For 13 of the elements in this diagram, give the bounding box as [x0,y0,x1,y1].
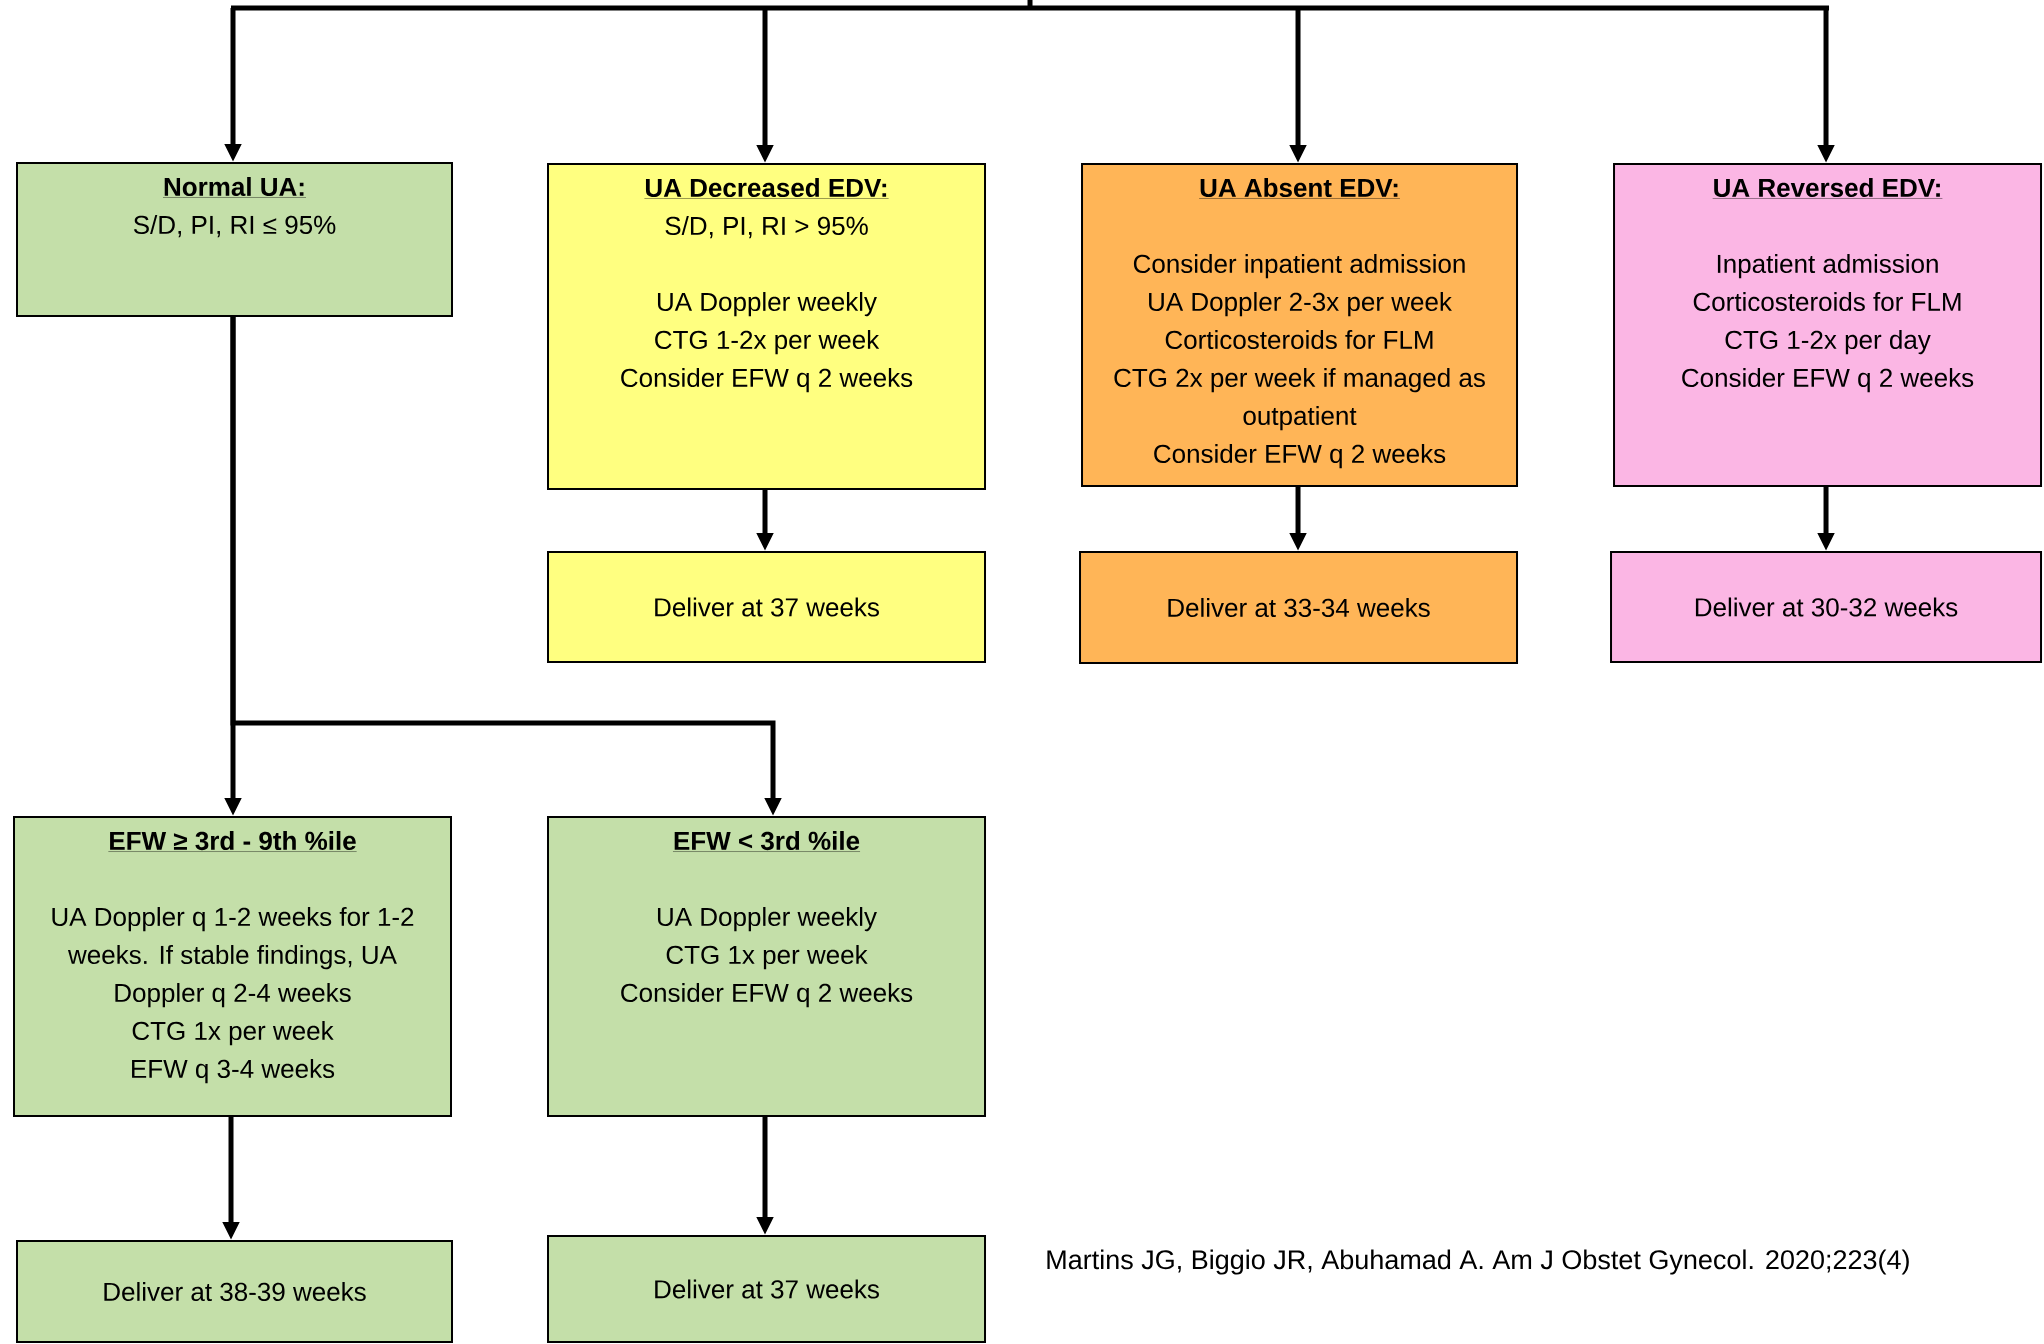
process-box: UA Absent EDV: Consider inpatient admission UA Doppler 2-3x per week Corticosteroids for FLM CTG 2x per week if managed as outpatient Consider EFW q 2 weeks [1081,163,1518,487]
process-box: EFW < 3rd %ile UA Doppler weekly CTG 1x per week Consider EFW q 2 weeks [547,816,986,1117]
process-box: Normal UA: S/D, PI, RI ≤ 95% [16,162,453,317]
arrow [228,0,1832,11]
outcome-box: Deliver at 33-34 weeks [1079,551,1518,664]
process-box: EFW ≥ 3rd - 9th %ile UA Doppler q 1-2 weeks for 1-2 weeks. If stable findings, UA Doppler q 2-4 weeks CTG 1x per week EFW q 3-4 weeks [13,816,452,1117]
citation-text: Martins JG, Biggio JR, Abuhamad A. Am J Obstet Gynecol. 2020;223(4) [1047,1249,1909,1275]
outcome-box: Deliver at 38-39 weeks [16,1240,453,1343]
outcome-box: Deliver at 37 weeks [547,1235,986,1343]
process-box: UA Reversed EDV: Inpatient admission Corticosteroids for FLM CTG 1-2x per day Consider EFW q 2 weeks [1613,163,2043,487]
outcome-box: Deliver at 30-32 weeks [1610,551,2043,663]
outcome-box: Deliver at 37 weeks [547,551,986,663]
process-box: UA Decreased EDV: S/D, PI, RI > 95% UA Doppler weekly CTG 1-2x per week Consider EFW q 2 weeks [547,163,986,490]
